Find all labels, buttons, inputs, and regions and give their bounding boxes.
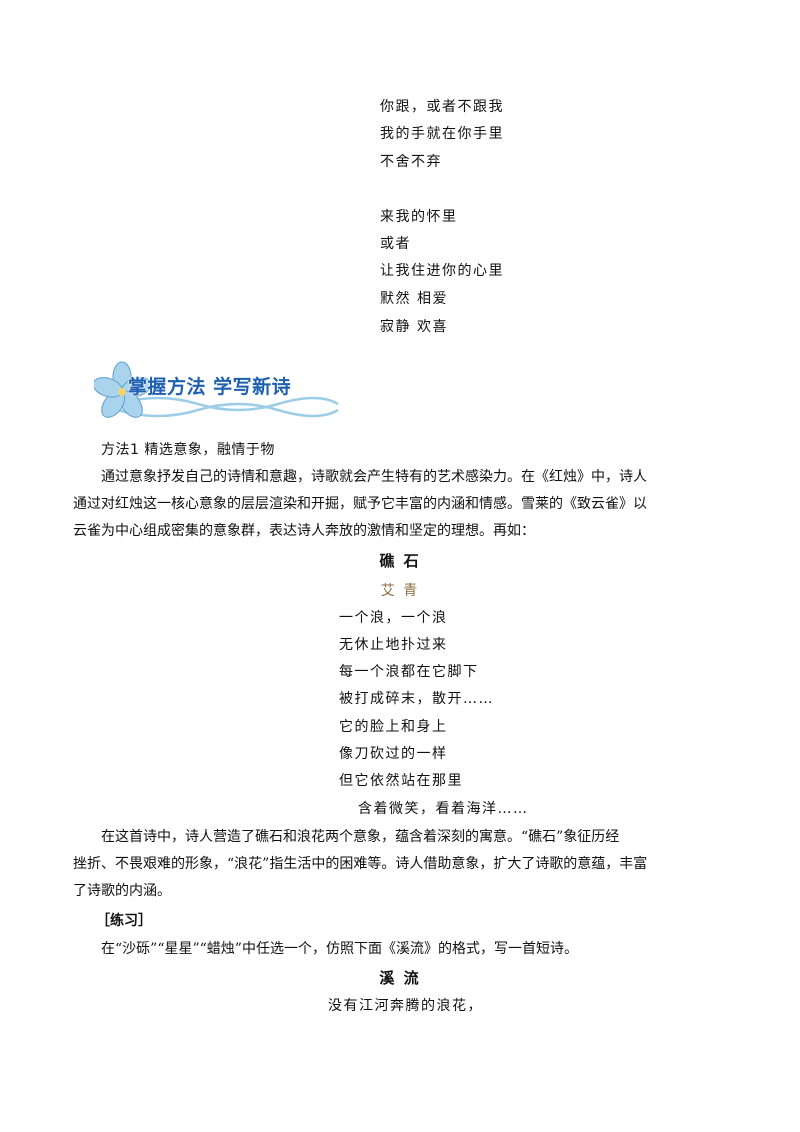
poem-line: 一个浪，一个浪	[339, 610, 448, 626]
poem-title: 溪 流	[379, 969, 421, 987]
poem-line: 被打成碎末，散开……	[339, 691, 494, 707]
flower-icon	[94, 361, 150, 418]
poem-line: 不舍不弃	[380, 154, 442, 170]
paragraph-line: 挫折、不畏艰难的形象，“浪花”指生活中的困难等。诗人借助意象，扩大了诗歌的意蕴，…	[73, 856, 648, 872]
paragraph-line: 云雀为中心组成密集的意象群，表达诗人奔放的激情和坚定的理想。再如：	[73, 523, 535, 539]
poem-line: 但它依然站在那里	[339, 773, 463, 789]
poem-line: 含着微笑，看着海洋……	[358, 801, 529, 817]
poem-line: 寂静 欢喜	[380, 319, 448, 335]
section-heading: 掌握方法 学写新诗	[94, 360, 348, 430]
paragraph-line: 通过对红烛这一核心意象的层层渲染和开掘，赋予它丰富的内涵和情感。雪莱的《致云雀》…	[73, 496, 647, 512]
poem-line: 你跟，或者不跟我	[380, 99, 504, 115]
poem-line: 来我的怀里	[380, 209, 458, 225]
poem-title: 礁 石	[379, 552, 421, 570]
poem-line: 它的脸上和身上	[339, 719, 448, 735]
section-title: 掌握方法 学写新诗	[128, 376, 292, 398]
poem-line: 每一个浪都在它脚下	[339, 664, 479, 680]
poem-line: 无休止地扑过来	[339, 637, 448, 653]
poem-line: 让我住进你的心里	[380, 263, 504, 279]
poem-line: 或者	[380, 236, 411, 252]
poem-line: 默然 相爱	[380, 291, 448, 307]
paragraph-line: 通过意象抒发自己的诗情和意趣，诗歌就会产生特有的艺术感染力。在《红烛》中，诗人	[101, 469, 647, 485]
poem-line: 像刀砍过的一样	[339, 746, 448, 762]
exercise-instruction: 在“沙砾”“星星”“蜡烛”中任选一个，仿照下面《溪流》的格式，写一首短诗。	[101, 941, 578, 957]
paragraph-line: 了诗歌的内涵。	[73, 883, 171, 899]
poem-line: 我的手就在你手里	[380, 126, 504, 142]
method-title: 方法1 精选意象，融情于物	[101, 442, 275, 458]
exercise-label: ［练习］	[96, 913, 152, 929]
wave-decoration	[117, 396, 339, 418]
paragraph-line: 在这首诗中，诗人营造了礁石和浪花两个意象，蕴含着深刻的寓意。“礁石”象征历经	[101, 829, 620, 845]
poem-author: 艾 青	[380, 583, 420, 599]
poem-line: 没有江河奔腾的浪花，	[328, 998, 483, 1014]
